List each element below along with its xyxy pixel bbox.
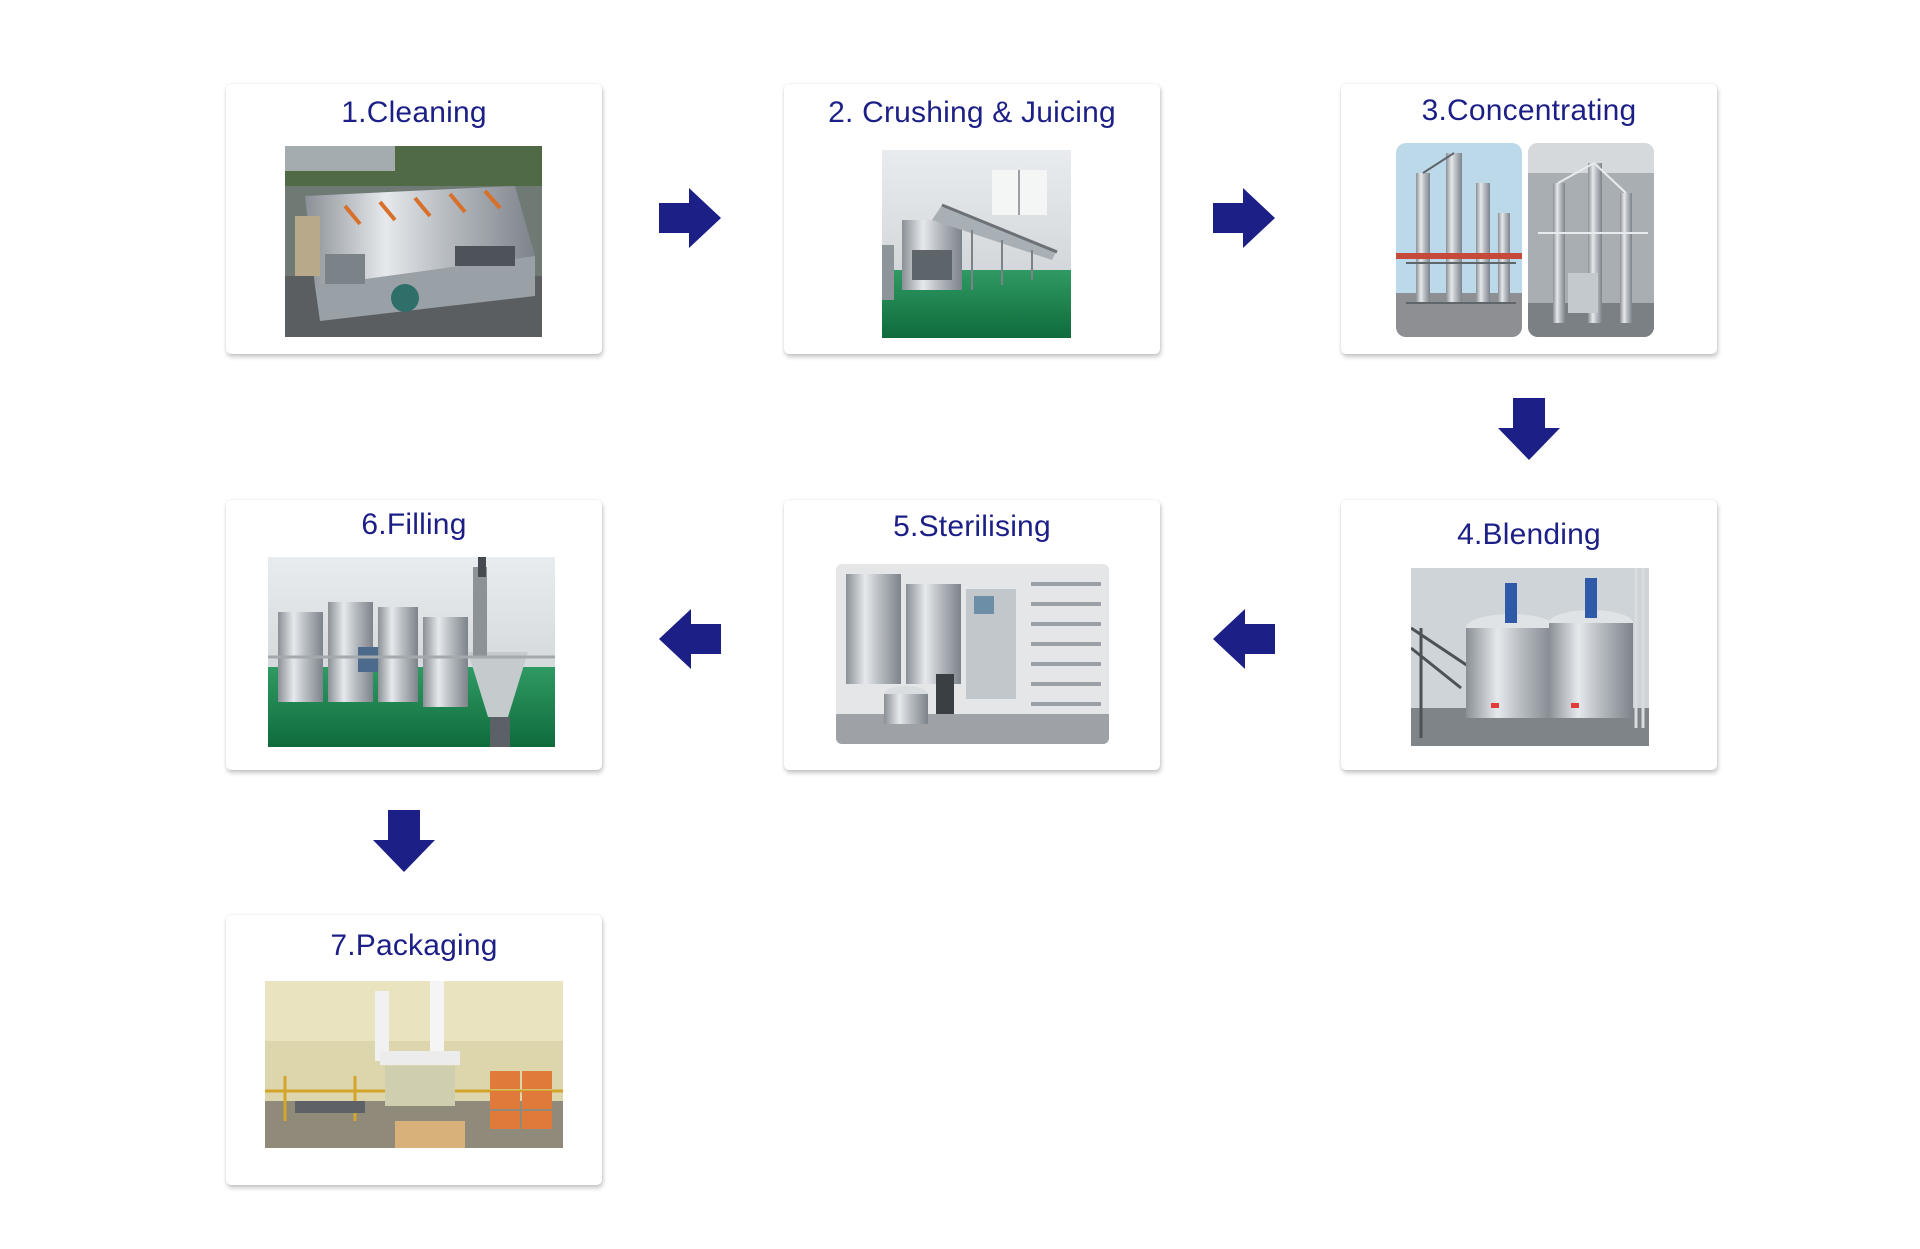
step-card-crushing-juicing: 2. Crushing & Juicing: [784, 84, 1160, 354]
packaging-robot-photo: [265, 981, 563, 1148]
evaporator-photo-left: [1396, 143, 1522, 337]
step-card-sterilising: 5.Sterilising: [784, 500, 1160, 770]
cleaning-machine-photo: [285, 146, 542, 337]
arrow-left-icon: [1213, 609, 1275, 669]
step-title: 3.Concentrating: [1421, 94, 1637, 127]
step-card-cleaning: 1.Cleaning: [226, 84, 602, 354]
arrow-down-icon: [373, 810, 435, 872]
step-title: 6.Filling: [361, 508, 467, 541]
step-title: 4.Blending: [1457, 518, 1601, 551]
step-card-concentrating: 3.Concentrating: [1341, 84, 1717, 354]
step-card-packaging: 7.Packaging: [226, 915, 602, 1185]
step-card-blending: 4.Blending: [1341, 500, 1717, 770]
arrow-right-icon: [659, 188, 721, 248]
arrow-left-icon: [659, 609, 721, 669]
step-title: 2. Crushing & Juicing: [828, 96, 1116, 129]
sterilising-system-photo: [836, 564, 1109, 744]
crushing-juicing-machine-photo: [882, 150, 1071, 338]
filling-machine-photo: [268, 557, 555, 747]
step-card-filling: 6.Filling: [226, 500, 602, 770]
evaporator-photo-right: [1528, 143, 1654, 337]
step-title: 1.Cleaning: [341, 96, 487, 129]
arrow-down-icon: [1498, 398, 1560, 460]
arrow-right-icon: [1213, 188, 1275, 248]
step-title: 7.Packaging: [330, 929, 498, 962]
step-title: 5.Sterilising: [893, 510, 1051, 543]
blending-tanks-photo: [1411, 568, 1649, 746]
